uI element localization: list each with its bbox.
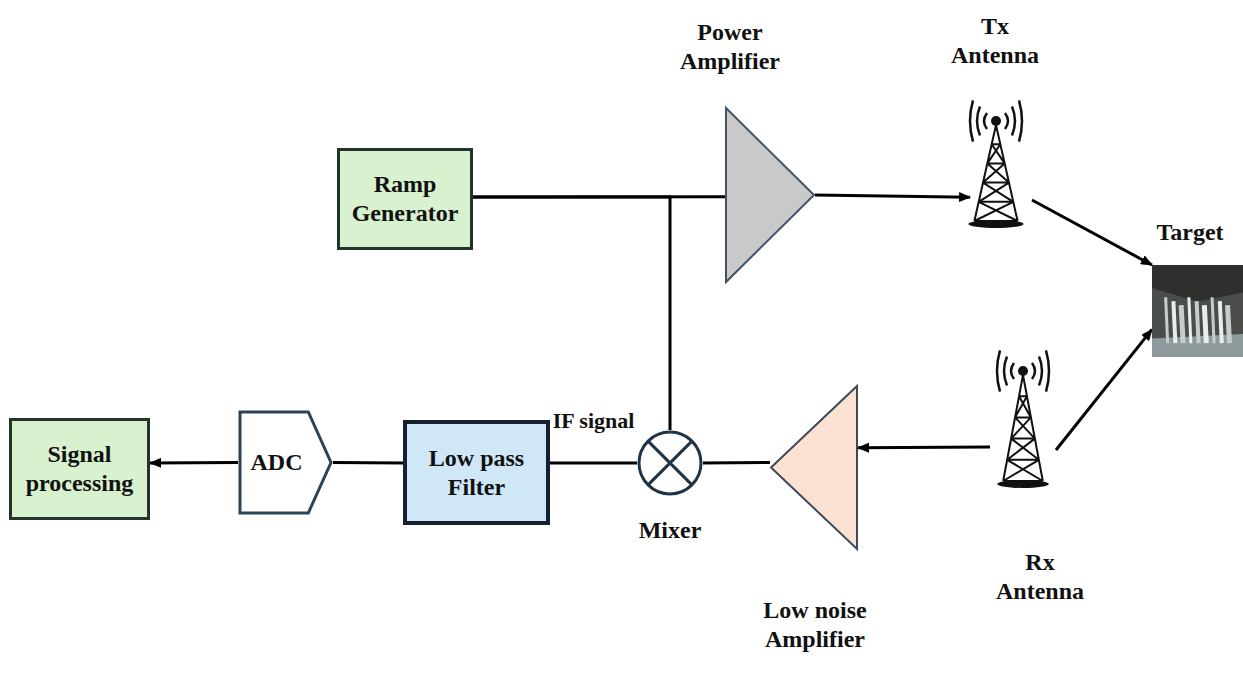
block-label: Low pass Filter	[413, 444, 540, 502]
signal-connector	[333, 461, 403, 465]
component-label: Power Amplifier	[668, 18, 793, 76]
target-image: Target	[1152, 265, 1243, 357]
block-label: Signal processing	[18, 440, 141, 498]
tx-antenna-icon: Tx Antenna	[960, 95, 1032, 235]
signal-connector	[473, 197, 670, 430]
low-noise-amplifier-triangle: Low noise Amplifier	[770, 385, 858, 550]
target-picture	[1152, 265, 1243, 357]
rx-antenna-icon: Rx Antenna	[990, 345, 1056, 495]
mixer-cross	[648, 441, 692, 485]
power-amplifier-triangle: Power Amplifier	[725, 107, 815, 283]
antenna-symbol	[997, 350, 1049, 488]
signal-connector	[703, 461, 770, 464]
shape-outline	[960, 95, 1032, 235]
triangle-outline	[771, 386, 857, 549]
signal-connector	[1032, 200, 1152, 265]
component-label: Rx Antenna	[988, 548, 1093, 606]
block-label: Ramp Generator	[346, 170, 464, 228]
shape-outline	[637, 430, 703, 496]
signal-connector	[858, 446, 990, 450]
adc-outline	[240, 412, 331, 513]
signal-processing-box: Signal processing	[9, 418, 150, 520]
shape-outline	[725, 107, 815, 283]
low-pass-filter-box: Low pass Filter	[403, 420, 550, 525]
signal-connector	[815, 195, 970, 197]
signal-connector	[550, 462, 637, 465]
triangle-outline	[726, 108, 814, 282]
component-label: Tx Antenna	[943, 12, 1048, 70]
component-label: Low noise Amplifier	[753, 596, 878, 654]
antenna-symbol	[968, 100, 1023, 228]
mixer-outline	[639, 432, 701, 494]
shape-outline	[1152, 265, 1243, 357]
shape-outline	[770, 385, 858, 550]
signal-connector	[1056, 329, 1152, 450]
adc-block: ADC	[238, 410, 333, 515]
block-label: ADC	[251, 448, 303, 477]
mixer-circle: Mixer	[637, 430, 703, 496]
component-label: Mixer	[620, 516, 720, 545]
signal-connector	[150, 461, 238, 464]
signal-label: IF signal	[551, 408, 637, 434]
component-label: Target	[1140, 218, 1240, 247]
ramp-generator-box: Ramp Generator	[337, 148, 473, 250]
shape-outline	[990, 345, 1056, 495]
